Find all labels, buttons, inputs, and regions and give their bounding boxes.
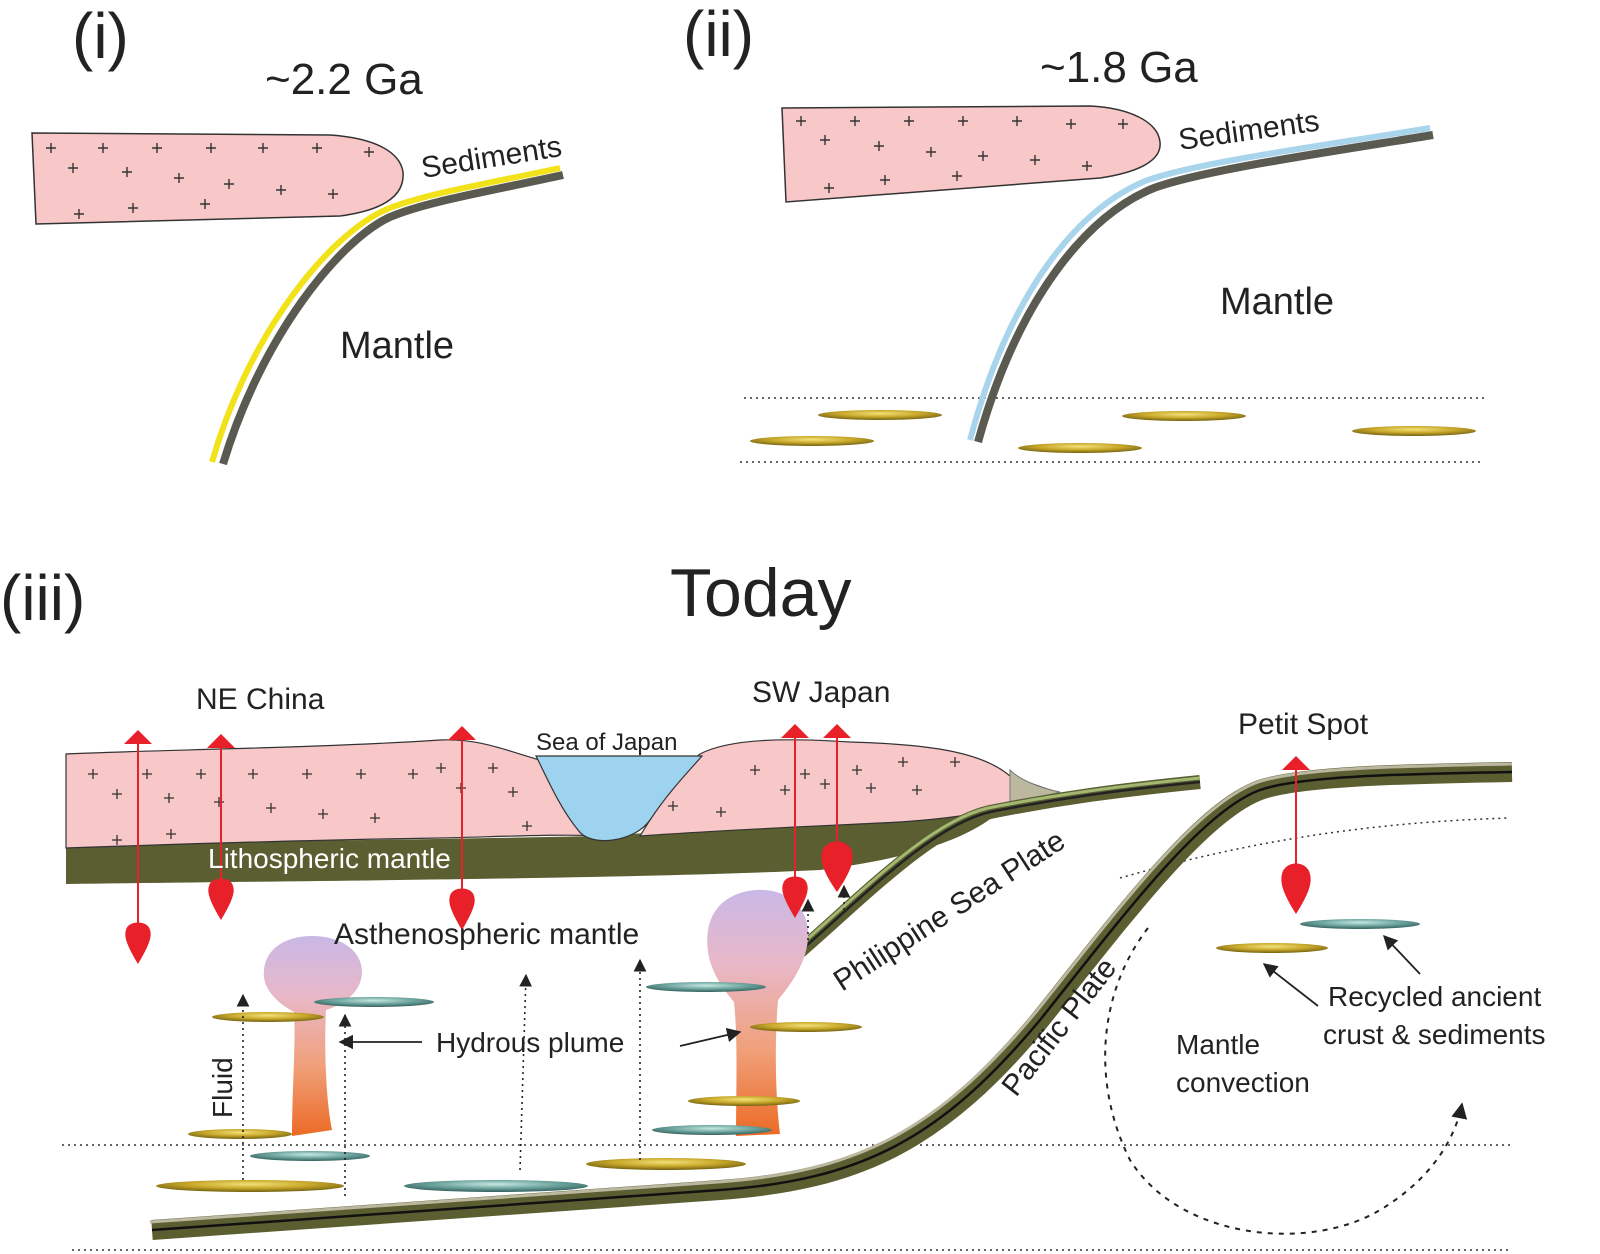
- sediment-layer-ii: [967, 125, 1431, 441]
- philippine-sea-plate-top: [787, 776, 1201, 958]
- recycled-lenses-ii: [750, 410, 1476, 453]
- panel-iii-label: (iii): [0, 562, 85, 634]
- panel-iii: (iii) Today: [0, 555, 1546, 1251]
- panel-ii-label: (ii): [683, 0, 754, 70]
- continental-crust-i: [31, 132, 404, 225]
- crust-crosses-i: [46, 143, 374, 219]
- panel-i-mantle-label: Mantle: [340, 325, 454, 367]
- continental-crust-ne-china: [65, 739, 611, 849]
- sediment-layer-i: [209, 165, 561, 463]
- label-lithospheric-mantle: Lithospheric mantle: [208, 843, 451, 874]
- pointer-arrows: [338, 934, 1421, 1050]
- label-fluid: Fluid: [207, 1057, 238, 1118]
- lithospheric-mantle: [66, 800, 1010, 884]
- label-petit-spot: Petit Spot: [1238, 708, 1369, 741]
- label-sw-japan: SW Japan: [752, 676, 890, 709]
- label-hydrous-plume: Hydrous plume: [436, 1027, 624, 1058]
- subducting-slab-ii: [974, 131, 1434, 444]
- label-pacific-plate: Pacific Plate: [996, 952, 1124, 1102]
- label-sea-of-japan: Sea of Japan: [536, 729, 677, 756]
- crust-crosses-ii: [796, 116, 1128, 193]
- label-ne-china: NE China: [196, 683, 325, 716]
- accretionary-wedge: [1009, 768, 1061, 807]
- crust-crosses-iii: [88, 757, 960, 845]
- label-asthenospheric-mantle: Asthenospheric mantle: [334, 918, 639, 951]
- panel-ii-age: ~1.8 Ga: [1040, 43, 1198, 92]
- label-mantle-convection-line2: convection: [1176, 1067, 1310, 1098]
- hydrous-plume-left: [263, 936, 362, 1136]
- continental-crust-sw-japan: [638, 739, 1052, 837]
- continental-crust-ii: [781, 105, 1161, 203]
- panel-ii-mantle-label: Mantle: [1220, 281, 1334, 323]
- label-recycled-line1: Recycled ancient: [1328, 981, 1541, 1012]
- panel-ii: (ii) ~1.8 Ga Sediments Mantle: [683, 0, 1484, 463]
- label-mantle-convection-line1: Mantle: [1176, 1029, 1260, 1060]
- subducting-slab-i: [219, 171, 564, 466]
- label-recycled-line2: crust & sediments: [1323, 1019, 1546, 1050]
- panel-i-label: (i): [72, 0, 129, 72]
- panel-i-age: ~2.2 Ga: [265, 55, 423, 104]
- panel-iii-title: Today: [670, 555, 851, 631]
- sea-of-japan: [535, 755, 704, 842]
- pacific-plate-top: [149, 762, 1513, 1224]
- magma-conduits: [124, 724, 1311, 964]
- recycled-lenses-iii: [156, 919, 1420, 1192]
- philippine-sea-plate-core: [789, 780, 1201, 961]
- hydrous-plume-right: [707, 889, 809, 1136]
- panel-i: (i) ~2.2 Ga Sediments Mantle: [31, 0, 564, 466]
- pacific-plate-core: [151, 770, 1513, 1232]
